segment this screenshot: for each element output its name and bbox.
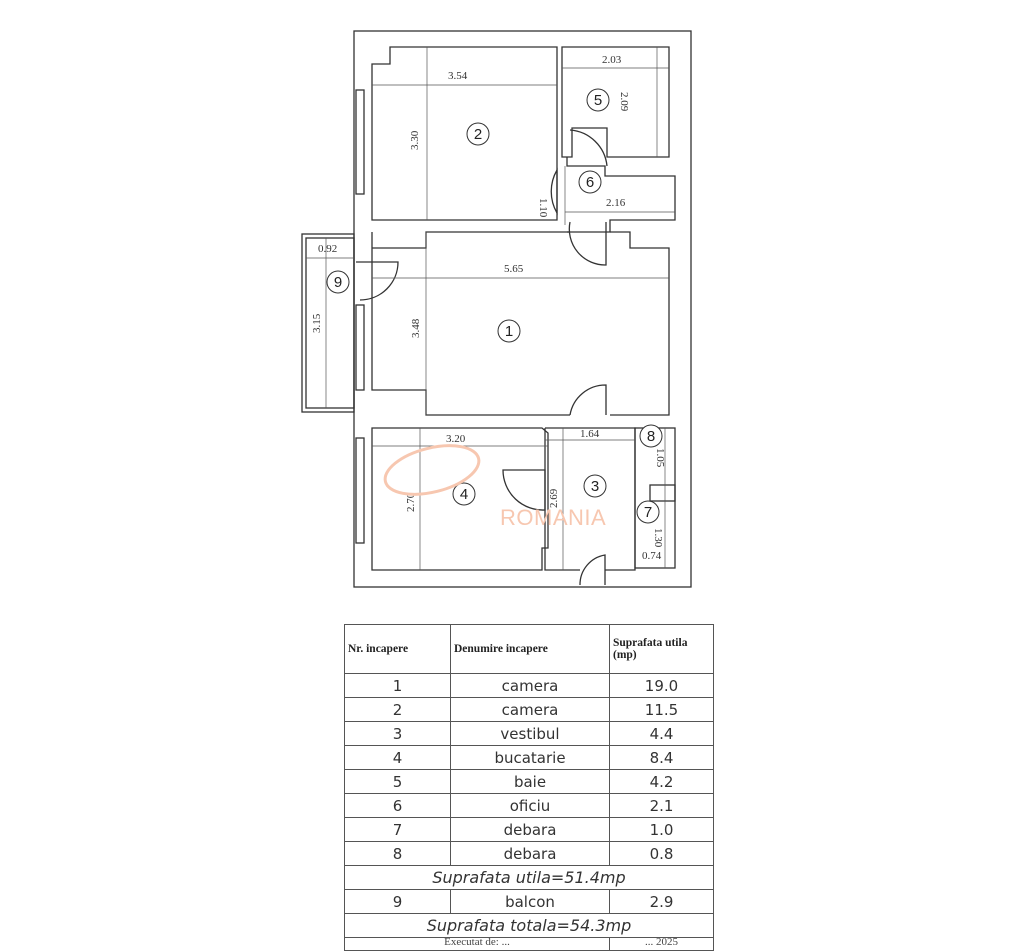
room-number-4: 4	[460, 486, 468, 503]
room-number-8: 8	[647, 428, 655, 445]
cell-area: 2.9	[609, 889, 714, 914]
header-nr: Nr. incapere	[344, 624, 451, 674]
cell-name: balcon	[450, 889, 610, 914]
cell-nr: 3	[344, 721, 451, 746]
room-number-9: 9	[334, 274, 342, 291]
dim-room9-height: 3.15	[311, 313, 323, 333]
dim-room5-width: 2.03	[602, 54, 622, 66]
dim-room9-width: 0.92	[318, 243, 337, 255]
watermark-swoosh	[383, 444, 481, 496]
cell-name: camera	[450, 697, 610, 722]
cell-name: bucatarie	[450, 745, 610, 770]
dim-room3-width: 1.64	[580, 428, 600, 440]
dim-room6-width: 2.16	[606, 197, 626, 209]
footer-left: Executat de: ...	[344, 937, 610, 951]
cell-nr: 9	[344, 889, 451, 914]
dim-room8-height: 1.05	[654, 448, 666, 468]
dim-room4-width: 3.20	[446, 433, 466, 445]
cell-nr: 1	[344, 673, 451, 698]
cell-area: 4.4	[609, 721, 714, 746]
cell-area: 8.4	[609, 745, 714, 770]
subtotal-text: Suprafata utila=51.4mp	[344, 865, 714, 890]
dim-room7-height: 1.30	[652, 528, 664, 548]
dim-room2-height: 3.30	[409, 130, 421, 150]
cell-nr: 2	[344, 697, 451, 722]
cell-area: 0.8	[609, 841, 714, 866]
cell-area: 4.2	[609, 769, 714, 794]
header-name: Denumire incapere	[450, 624, 610, 674]
footer-row: Executat de: ...... 2025	[344, 937, 714, 951]
cell-name: camera	[450, 673, 610, 698]
room-number-1: 1	[505, 323, 513, 340]
total-row: Suprafata totala=54.3mp	[344, 913, 714, 938]
cell-nr: 8	[344, 841, 451, 866]
cell-name: vestibul	[450, 721, 610, 746]
table-header: Nr. incapere Denumire incapere Suprafata…	[344, 624, 714, 674]
footer-right: ... 2025	[609, 937, 714, 951]
total-text: Suprafata totala=54.3mp	[344, 913, 714, 938]
dim-room6-height: 1.10	[537, 198, 549, 218]
cell-nr: 5	[344, 769, 451, 794]
dim-room5-height: 2.09	[618, 92, 630, 112]
watermark-text: ROMANIA	[500, 505, 606, 530]
room-number-3: 3	[591, 478, 599, 495]
floor-plan: 3.54 3.30 2.03 2.09 2.16 1.10 5.65 3.48 …	[301, 30, 692, 588]
cell-area: 1.0	[609, 817, 714, 842]
room-number-5: 5	[594, 92, 602, 109]
cell-nr: 6	[344, 793, 451, 818]
cell-area: 2.1	[609, 793, 714, 818]
dim-room4-height: 2.70	[405, 492, 417, 512]
cell-area: 11.5	[609, 697, 714, 722]
dim-room3-height: 2.69	[548, 488, 560, 508]
rooms-table: Nr. incapere Denumire incapere Suprafata…	[344, 624, 714, 951]
cell-name: debara	[450, 841, 610, 866]
cell-name: baie	[450, 769, 610, 794]
cell-name: debara	[450, 817, 610, 842]
room-number-2: 2	[474, 126, 482, 143]
cell-area: 19.0	[609, 673, 714, 698]
room-2-outline	[371, 46, 558, 221]
cell-name: oficiu	[450, 793, 610, 818]
dim-room7-width: 0.74	[642, 550, 662, 562]
dim-room1-width: 5.65	[504, 263, 524, 275]
cell-nr: 7	[344, 817, 451, 842]
dim-room1-height: 3.48	[410, 318, 422, 338]
subtotal-row: Suprafata utila=51.4mp	[344, 865, 714, 890]
room-number-6: 6	[586, 174, 594, 191]
header-area: Suprafata utila (mp)	[609, 624, 714, 674]
dim-room2-width: 3.54	[448, 70, 468, 82]
room-number-7: 7	[644, 504, 652, 521]
cell-nr: 4	[344, 745, 451, 770]
